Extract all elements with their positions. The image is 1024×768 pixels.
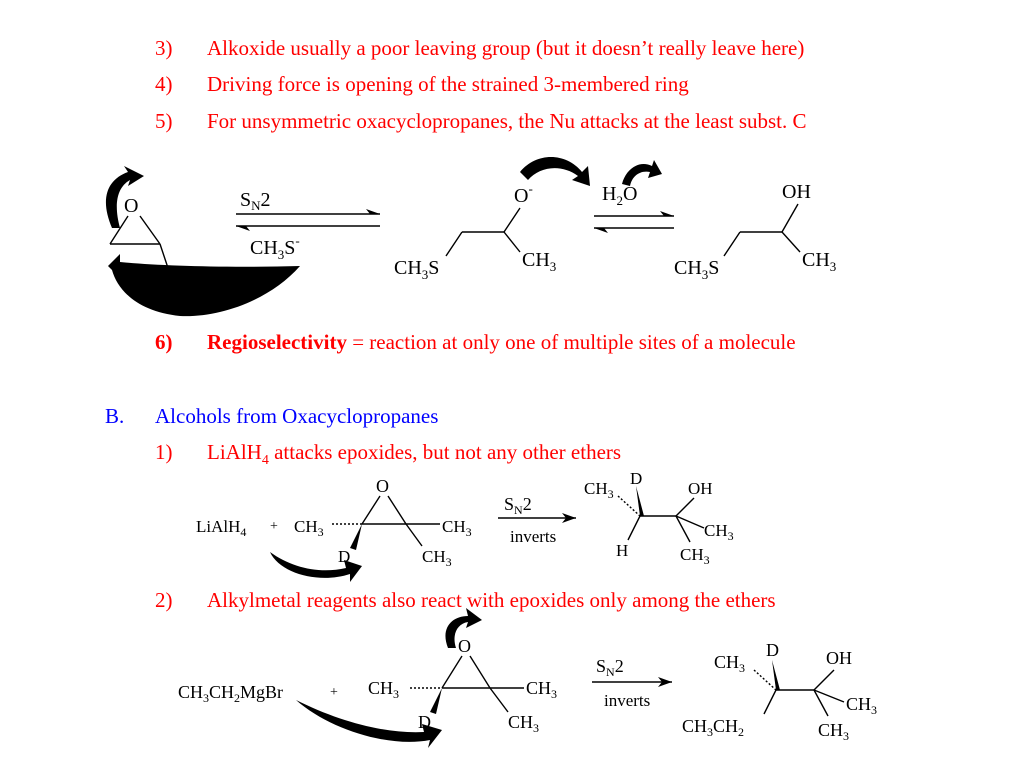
methyl-group: CH3 [294, 517, 324, 539]
curved-arrow-icon [108, 254, 300, 317]
arrow-label-sn2: SN2 [504, 494, 532, 517]
point-text: Driving force is opening of the strained… [207, 72, 689, 96]
section-letter: B. [105, 404, 125, 428]
methyl-group: CH3 [522, 249, 556, 274]
curved-arrow-icon [622, 160, 662, 186]
regioselectivity-term: Regioselectivity [207, 330, 347, 354]
point-text: LiAlH4 attacks epoxides, but not any oth… [207, 440, 622, 469]
methyl-group: CH3 [368, 678, 399, 701]
reagent-grignard: CH3CH2MgBr [178, 682, 283, 705]
nucleophile-label: CH3S- [250, 233, 300, 262]
water-label: H2O [602, 183, 637, 208]
alkoxide-oxygen: O- [514, 181, 533, 207]
epoxide-oxygen: O [124, 195, 138, 217]
ethyl-group: CH3CH2 [682, 716, 744, 739]
hashed-bond [753, 669, 777, 691]
point-text: Alkylmetal reagents also react with epox… [207, 588, 776, 612]
point-number: 2) [155, 588, 173, 612]
methyl-group: CH3 [526, 678, 557, 701]
wedge-bond [350, 524, 362, 550]
scheme-3: CH3CH2MgBr + O CH3 D CH3 CH3 SN2 inverts… [178, 608, 877, 748]
arrow-label-inverts: inverts [604, 691, 650, 710]
arrow-label-inverts: inverts [510, 527, 556, 546]
epoxide-oxygen: O [376, 476, 389, 496]
methyl-group: CH3 [584, 479, 614, 501]
methyl-group: CH3 [442, 517, 472, 539]
curved-arrow-icon [296, 700, 442, 748]
methyl-group: CH3 [508, 712, 539, 735]
thioether-group: CH3S [674, 257, 719, 282]
methyl-group: CH3 [680, 545, 710, 567]
scheme-1: O SN2 CH3S- O- CH3S CH3 H2O OH [105, 157, 836, 317]
deuterium-label: D [630, 469, 642, 488]
wedge-bond [772, 660, 780, 690]
methyl-group: CH3 [846, 694, 877, 717]
point-text: Regioselectivity = reaction at only one … [207, 330, 796, 355]
plus-sign: + [330, 685, 338, 700]
epoxide-oxygen: O [458, 636, 471, 656]
wedge-bond [636, 486, 644, 516]
point-number: 6) [155, 330, 173, 354]
epoxide-substituent-bond [159, 243, 169, 269]
epoxide-bond [139, 215, 161, 245]
section-title: Alcohols from Oxacyclopropanes [155, 404, 439, 428]
point-number: 1) [155, 440, 173, 464]
point-number: 4) [155, 72, 173, 96]
hashed-bond [617, 495, 641, 517]
methyl-group: CH3 [802, 249, 836, 274]
reagent-lialh4: LiAlH4 [196, 517, 246, 539]
plus-sign: + [270, 519, 278, 534]
epoxide-bond [109, 215, 129, 245]
methyl-group: CH3 [704, 521, 734, 543]
point-text: For unsymmetric oxacyclopropanes, the Nu… [207, 109, 807, 133]
scheme-2: LiAlH4 + O CH3 D CH3 CH3 SN2 inverts CH3… [196, 469, 734, 582]
point-number: 5) [155, 109, 173, 133]
hydrogen-label: H [616, 541, 628, 560]
methyl-group: CH3 [818, 720, 849, 743]
regioselectivity-definition: = reaction at only one of multiple sites… [346, 330, 796, 354]
curved-arrow-icon [270, 552, 362, 582]
point-number: 3) [155, 36, 173, 60]
curved-arrow-icon [445, 608, 482, 648]
hydroxyl-group: OH [826, 648, 852, 668]
thioether-group: CH3S [394, 257, 439, 282]
deuterium-label: D [766, 640, 779, 660]
arrow-label-sn2: SN2 [240, 189, 271, 213]
curved-arrow-icon [520, 157, 590, 186]
methyl-group: CH3 [422, 547, 452, 569]
arrow-label-sn2: SN2 [596, 656, 624, 679]
hydroxyl-group: OH [782, 181, 811, 203]
wedge-bond [430, 688, 442, 714]
hydroxyl-group: OH [688, 479, 713, 498]
point-text: Alkoxide usually a poor leaving group (b… [207, 36, 805, 60]
curved-arrow-icon [105, 166, 144, 228]
methyl-group: CH3 [714, 652, 745, 675]
